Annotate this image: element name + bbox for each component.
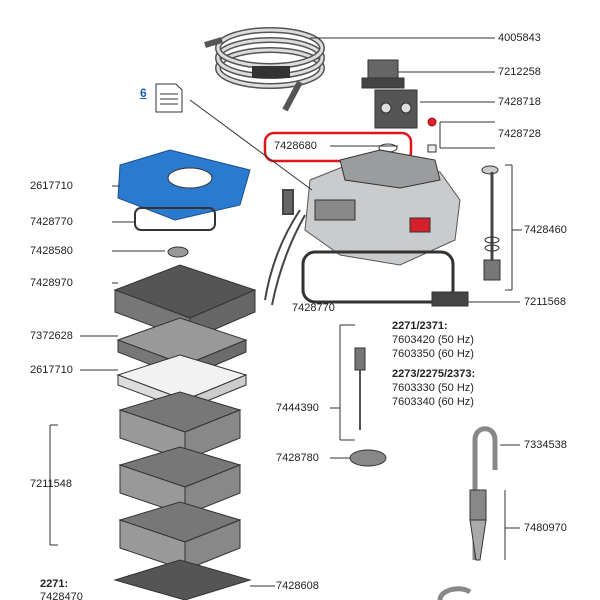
quick-connector — [361, 59, 405, 89]
variant-heading: 2271/2371: — [392, 320, 448, 332]
part-label: 7428780 — [276, 452, 319, 464]
blue-filter-pad — [117, 149, 251, 221]
variant-part: 7603340 (60 Hz) — [392, 396, 474, 408]
part-label: 7428728 — [498, 128, 541, 140]
part-label: 4005843 — [498, 32, 541, 44]
part-label: 2617710 — [30, 180, 73, 192]
variant-part: 7603420 (50 Hz) — [392, 334, 474, 346]
part-label: 7428970 — [30, 277, 73, 289]
variant-part: 7428470 — [40, 591, 83, 600]
document-icon — [155, 83, 183, 113]
spray-nozzle — [469, 489, 487, 561]
part-label: 2617710 — [30, 364, 73, 376]
part-label: 7428770 — [30, 216, 73, 228]
outlet-pipe — [472, 426, 498, 560]
intake-tube — [481, 165, 501, 281]
hose-coil — [204, 27, 325, 112]
pump-head — [189, 99, 461, 266]
valve-block — [374, 89, 418, 129]
variant-part: 7603350 (60 Hz) — [392, 348, 474, 360]
part-label: 7428460 — [524, 224, 567, 236]
part-label: 7428718 — [498, 96, 541, 108]
power-cord — [264, 189, 306, 306]
part-label: 7372628 — [30, 330, 73, 342]
part-label: 7428770 — [292, 302, 335, 314]
variant-part: 7603330 (50 Hz) — [392, 382, 474, 394]
part-label: 7480970 — [524, 522, 567, 534]
stacked-baskets — [113, 391, 252, 600]
variant-heading: 2271: — [40, 578, 69, 590]
part-label: 7334538 — [524, 439, 567, 451]
part-label: 7428580 — [30, 245, 73, 257]
doc-ref-number[interactable]: 6 — [140, 86, 147, 100]
heater-element — [330, 324, 366, 441]
part-label: 7428608 — [276, 580, 319, 592]
impeller — [330, 449, 387, 467]
variant-heading: 2273/2275/2373: — [392, 368, 476, 380]
part-label: 7444390 — [276, 402, 319, 414]
part-label-highlighted: 7428680 — [274, 140, 317, 152]
part-label: 7212258 — [498, 66, 541, 78]
part-label: 7211548 — [30, 478, 73, 490]
part-label: 7211568 — [524, 296, 567, 308]
